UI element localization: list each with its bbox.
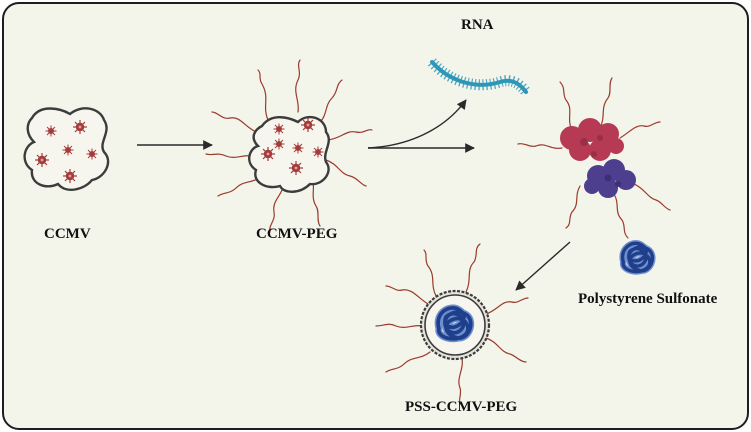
ccmv-peg-label: CCMV-PEG <box>256 226 338 242</box>
arrow-to-rna <box>367 99 467 149</box>
protein-dimer-icon <box>517 77 671 239</box>
ccmv-virus-capsid-icon <box>23 107 110 191</box>
rna-label: RNA <box>461 17 494 33</box>
arrow-to-pss-ccmv-peg <box>515 241 571 291</box>
peg-chain-icon <box>205 59 373 233</box>
ccmv-peg-particle-icon <box>205 59 373 233</box>
rna-strand-icon <box>427 58 531 96</box>
pss-ccmv-peg-label: PSS-CCMV-PEG <box>405 399 518 415</box>
ccmv-label: CCMV <box>44 226 91 242</box>
pss-ccmv-peg-particle-icon <box>375 243 529 405</box>
polystyrene-sulfonate-label: Polystyrene Sulfonate <box>578 291 718 307</box>
